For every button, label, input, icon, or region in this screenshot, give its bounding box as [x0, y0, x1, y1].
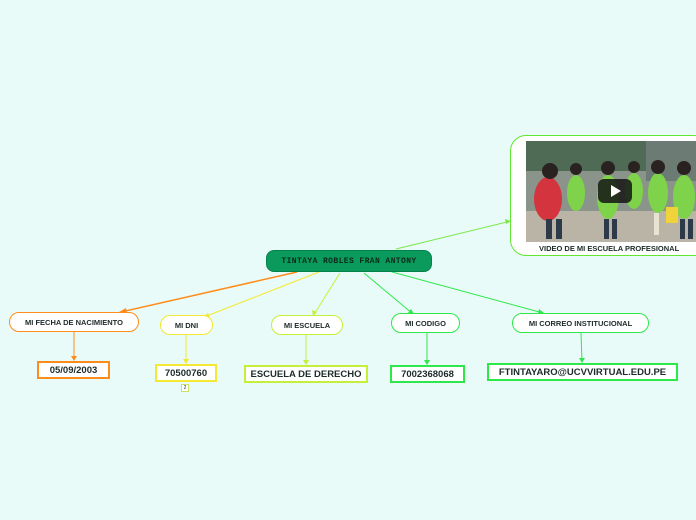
central-topic[interactable]: TINTAYA ROBLES FRAN ANTONY [266, 250, 432, 272]
connector-escuela [312, 272, 341, 317]
connector-codigo-arrow [408, 309, 414, 314]
connector-fecha [120, 271, 298, 313]
video-card[interactable]: VIDEO DE MI ESCUELA PROFESIONAL [510, 135, 696, 256]
connector-correo-leaf [580, 332, 583, 363]
topic-dni[interactable]: MI DNI [160, 315, 213, 335]
connector-correo-leaf-arrow [579, 358, 585, 363]
connector-escuela-arrow [312, 310, 317, 316]
dni-note-badge[interactable]: 2 [181, 384, 189, 392]
connector-codigo-leaf-arrow [424, 360, 430, 365]
topic-escuela[interactable]: MI ESCUELA [271, 315, 343, 335]
value-codigo[interactable]: 7002368068 [390, 365, 465, 383]
value-correo-institucional[interactable]: FTINTAYARO@UCVVIRTUAL.EDU.PE [487, 363, 678, 381]
video-thumbnail[interactable] [526, 141, 696, 242]
topic-correo-institucional[interactable]: MI CORREO INSTITUCIONAL [512, 313, 649, 333]
topic-fecha-nacimiento[interactable]: MI FECHA DE NACIMIENTO [9, 312, 139, 332]
connector-correo-arrow [538, 309, 544, 314]
value-dni[interactable]: 70500760 [155, 364, 217, 382]
play-triangle [611, 185, 621, 197]
value-escuela[interactable]: ESCUELA DE DERECHO [244, 365, 368, 383]
topic-codigo[interactable]: MI CODIGO [391, 313, 460, 333]
connector-video [395, 220, 512, 250]
connector-dni [203, 271, 320, 318]
video-label: VIDEO DE MI ESCUELA PROFESIONAL [539, 244, 680, 253]
play-icon[interactable] [598, 179, 632, 203]
value-fecha-nacimiento[interactable]: 05/09/2003 [37, 361, 110, 379]
connector-video-arrow [505, 219, 511, 224]
connector-fecha-leaf-arrow [71, 356, 77, 361]
connector-escuela-leaf-arrow [303, 360, 309, 365]
connector-dni-leaf-arrow [183, 359, 189, 364]
connector-codigo [363, 272, 414, 315]
connector-correo [391, 271, 544, 314]
